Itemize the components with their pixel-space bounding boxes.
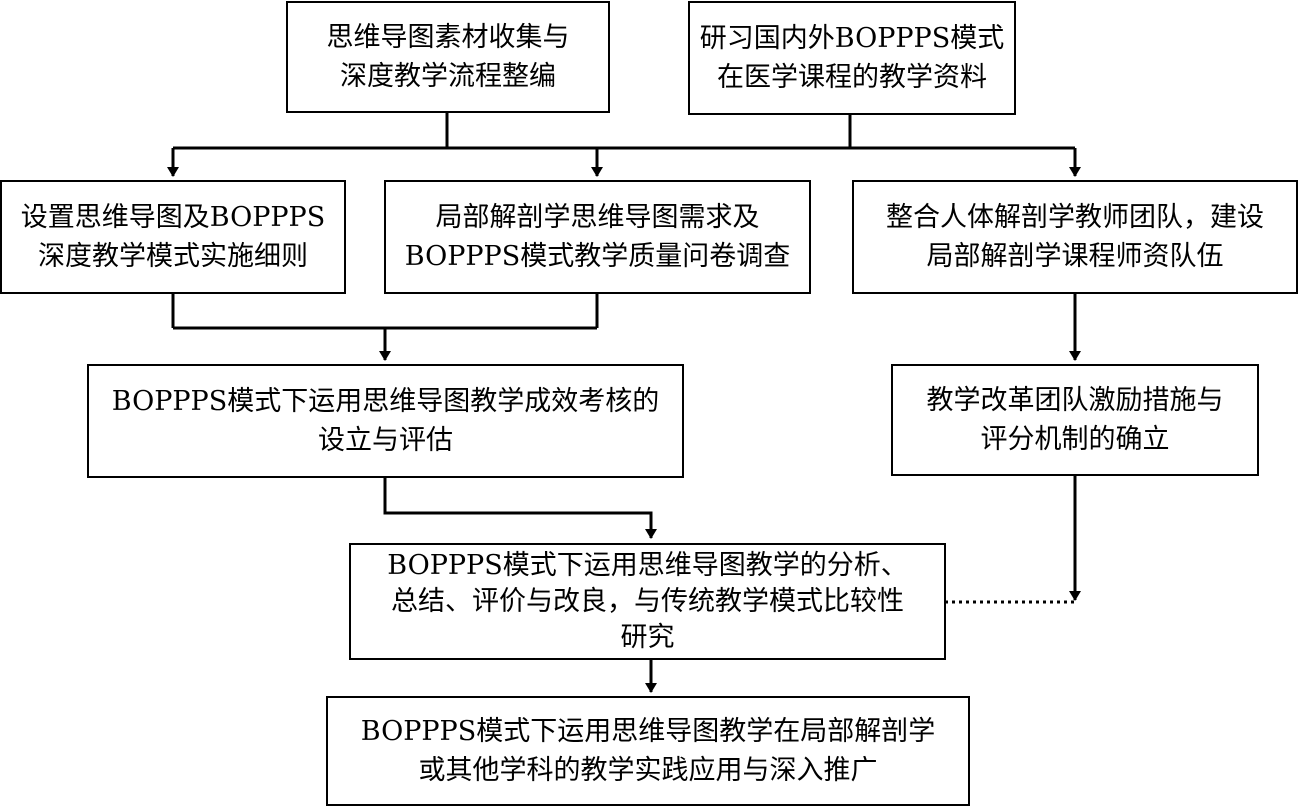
node-assessment: BOPPPS模式下运用思维导图教学成效考核的 设立与评估 — [87, 364, 684, 478]
node-line: 在医学课程的教学资料 — [717, 62, 987, 93]
node-line: 研习国内外BOPPPS模式 — [699, 23, 1005, 54]
node-line: BOPPPS模式下运用思维导图教学的分析、 — [387, 549, 908, 581]
node-incentives: 教学改革团队激励措施与 评分机制的确立 — [891, 364, 1259, 476]
node-promotion: BOPPPS模式下运用思维导图教学在局部解剖学 或其他学科的教学实践应用与深入推… — [326, 696, 970, 806]
node-line: 整合人体解剖学教师团队，建设 — [886, 202, 1264, 233]
node-line: 局部解剖学思维导图需求及 — [435, 202, 760, 233]
node-line: 思维导图素材收集与 — [326, 22, 570, 53]
node-line: 或其他学科的教学实践应用与深入推广 — [418, 755, 878, 786]
node-study-boppps: 研习国内外BOPPPS模式 在医学课程的教学资料 — [688, 1, 1016, 115]
node-line: 深度教学模式实施细则 — [38, 241, 308, 272]
node-line: 总结、评价与改良，与传统教学模式比较性 — [391, 585, 904, 617]
node-line: 设置思维导图及BOPPPS — [20, 202, 326, 233]
node-line: 设立与评估 — [318, 425, 453, 456]
node-line: 深度教学流程整编 — [340, 61, 556, 92]
node-set-rules: 设置思维导图及BOPPPS 深度教学模式实施细则 — [0, 180, 346, 294]
node-survey: 局部解剖学思维导图需求及 BOPPPS模式教学质量问卷调查 — [384, 180, 811, 294]
node-mindmap-collection: 思维导图素材收集与 深度教学流程整编 — [286, 1, 610, 113]
node-line: BOPPPS模式教学质量问卷调查 — [404, 241, 791, 272]
node-line: 教学改革团队激励措施与 — [926, 385, 1224, 416]
node-teacher-team: 整合人体解剖学教师团队，建设 局部解剖学课程师资队伍 — [852, 180, 1298, 294]
node-line: 评分机制的确立 — [980, 424, 1170, 455]
node-line: BOPPPS模式下运用思维导图教学成效考核的 — [111, 386, 660, 417]
arrow-assessment-to-analysis — [383, 478, 657, 539]
node-line: 研究 — [620, 621, 675, 653]
node-line: BOPPPS模式下运用思维导图教学在局部解剖学 — [360, 716, 936, 747]
node-analysis: BOPPPS模式下运用思维导图教学的分析、 总结、评价与改良，与传统教学模式比较… — [349, 543, 946, 660]
node-line: 局部解剖学课程师资队伍 — [926, 241, 1224, 272]
